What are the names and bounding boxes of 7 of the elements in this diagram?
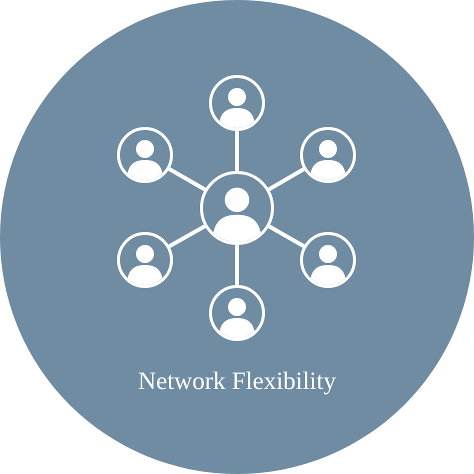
connector-line [268, 167, 305, 192]
connector-line [168, 167, 206, 192]
connector-line [235, 131, 239, 171]
node-label: Network Flexibility [138, 367, 336, 397]
connector-line [235, 245, 239, 285]
connector-line [168, 224, 206, 248]
connector-line [268, 224, 305, 248]
